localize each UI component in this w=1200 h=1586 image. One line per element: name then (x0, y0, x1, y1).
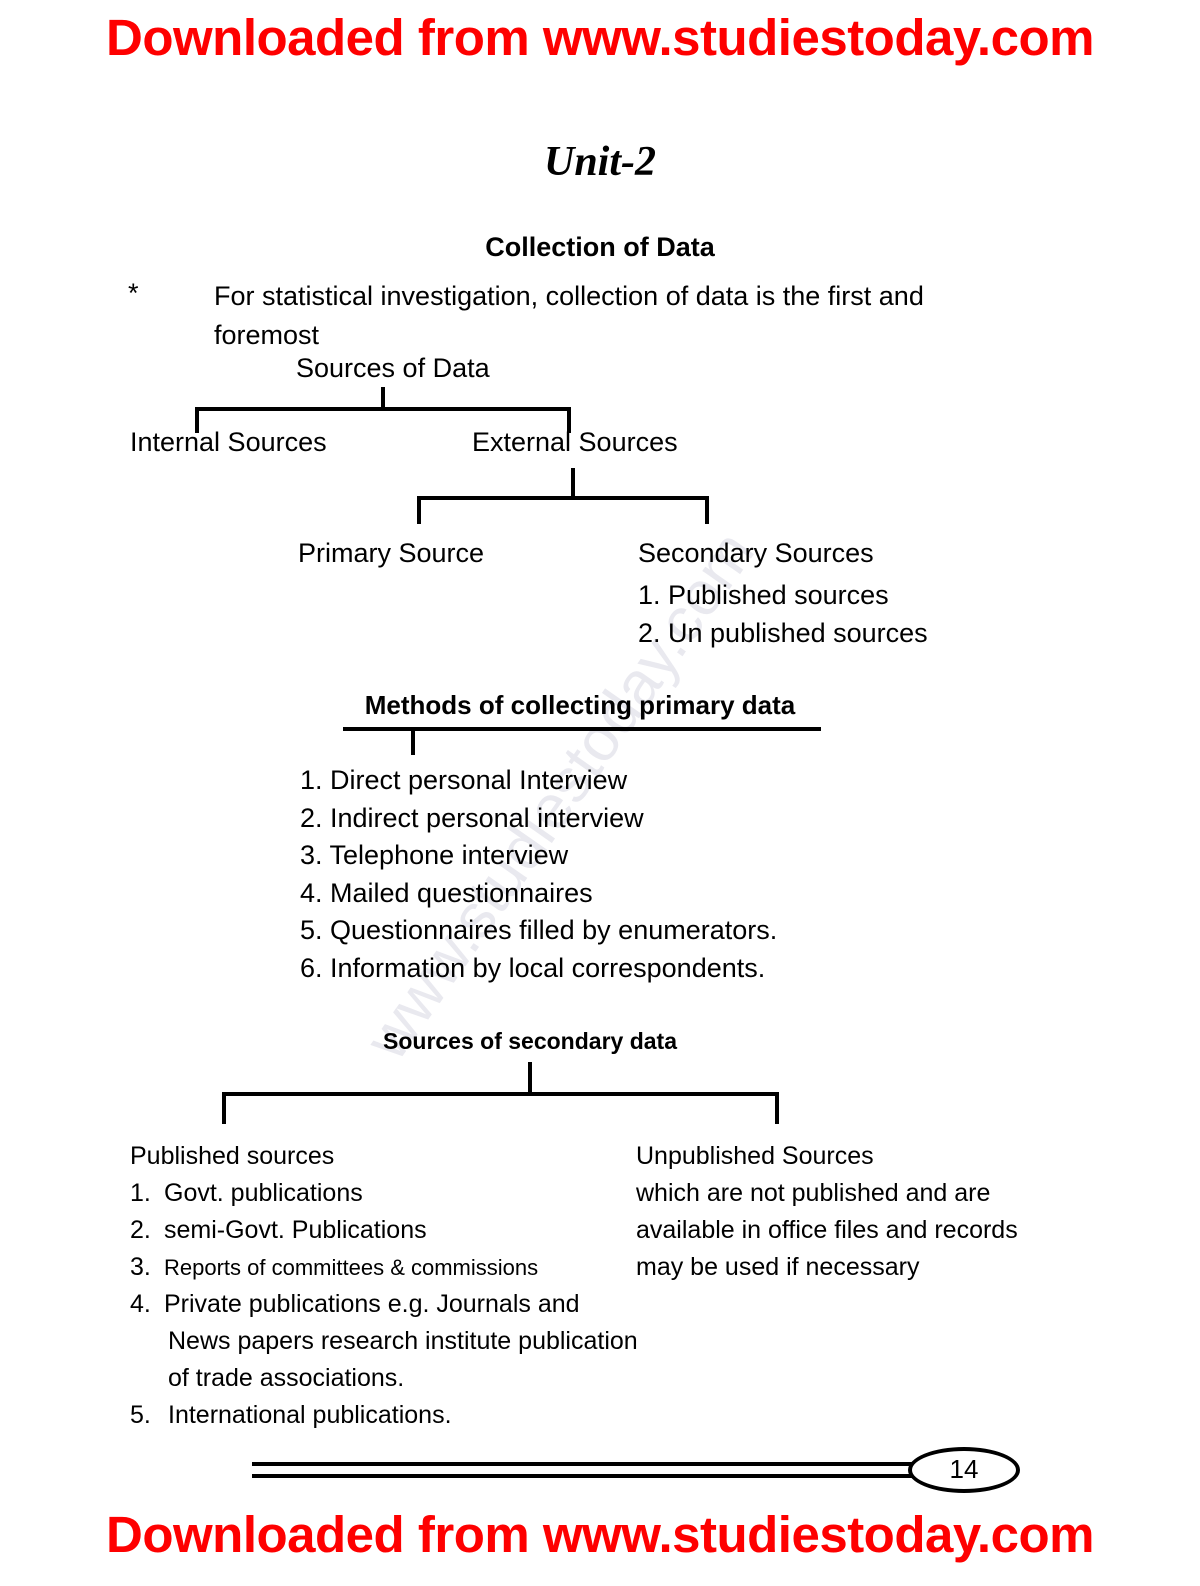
unit-title: Unit-2 (543, 139, 656, 185)
methods-list-item: 3. Telephone interview (300, 840, 569, 871)
methods-list-item: 4. Mailed questionnaires (300, 877, 593, 908)
unpublished-sources-title: Unpublished Sources (636, 1142, 874, 1170)
methods-list-item: 1. Direct personal Interview (300, 765, 628, 795)
list-text: Private publications e.g. Journals and (164, 1290, 580, 1318)
unpublished-sources-line: which are not published and are (636, 1179, 991, 1207)
methods-underline-rule (343, 727, 821, 731)
secondary-sources-item: 2. Un published sources (638, 618, 928, 648)
secondary-sources-item: 1. Published sources (638, 580, 889, 610)
connector-external-stem (571, 468, 575, 498)
unpublished-sources-line: available in office files and records (636, 1216, 1018, 1244)
tree-node-external-sources: External Sources (472, 427, 678, 457)
published-sources-item: 4. Private publications e.g. Journals and (130, 1286, 630, 1323)
methods-list-item: 2. Indirect personal interview (300, 802, 644, 833)
list-text: of trade associations. (168, 1364, 405, 1392)
connector-secondary-data-stem (528, 1062, 532, 1094)
heading-methods-of-collecting-primary-data: Methods of collecting primary data (364, 690, 796, 720)
unpublished-sources-line: may be used if necessary (636, 1253, 920, 1281)
heading-collection-of-data: Collection of Data (485, 232, 715, 262)
footer-rule-lower (252, 1474, 952, 1478)
published-sources-item-continuation: News papers research institute publicati… (130, 1323, 638, 1360)
list-text: semi-Govt. Publications (164, 1216, 427, 1244)
watermark-banner-top: Downloaded from www.studiestoday.com (106, 9, 1094, 66)
connector-external-bar (417, 496, 709, 500)
heading-sources-of-secondary-data: Sources of secondary data (383, 1028, 677, 1054)
methods-list-item: 5. Questionnaires filled by enumerators. (300, 915, 778, 946)
list-number: 2. (130, 1216, 151, 1244)
intro-paragraph: For statistical investigation, collectio… (214, 281, 932, 350)
page-number-badge (908, 1447, 1020, 1493)
tree-node-sources-of-data: Sources of Data (296, 353, 490, 383)
methods-list-item: 6. Information by local correspondents. (300, 952, 766, 983)
watermark-banner-bottom: Downloaded from www.studiestoday.com (106, 1506, 1094, 1563)
connector-root-bar (195, 407, 571, 411)
published-sources-item: 3. Reports of committees & commissions (130, 1249, 630, 1286)
list-number: 3. (130, 1253, 151, 1281)
bullet-marker-asterisk: * (128, 278, 139, 308)
list-text: Reports of committees & commissions (164, 1255, 539, 1280)
connector-external-drop (567, 407, 571, 433)
list-number: 4. (130, 1290, 151, 1318)
list-number: 1. (130, 1179, 151, 1207)
methods-rule-tick (411, 727, 415, 755)
unpublished-sources-column: Unpublished Sources which are not publis… (636, 1138, 1036, 1286)
connector-primary-drop (417, 496, 421, 524)
connector-published-drop (222, 1092, 226, 1124)
secondary-sources-sublist: 1. Published sources 2. Un published sou… (638, 576, 928, 652)
published-sources-item-continuation: of trade associations. (130, 1360, 630, 1397)
methods-list: 1. Direct personal Interview 2. Indirect… (300, 762, 777, 988)
connector-internal-drop (195, 407, 199, 433)
published-sources-column: Published sources 1. Govt. publications 2… (130, 1138, 638, 1434)
connector-secondary-data-bar (222, 1092, 779, 1096)
tree-node-secondary-sources: Secondary Sources (638, 538, 874, 568)
tree-node-primary-source: Primary Source (298, 538, 485, 568)
page-number: 14 (949, 1454, 979, 1484)
footer-rule-upper (252, 1462, 952, 1466)
connector-root-stem (381, 387, 385, 409)
list-text: International publications. (168, 1401, 452, 1429)
list-number: 5. (130, 1401, 151, 1429)
connector-unpublished-drop (775, 1092, 779, 1124)
connector-secondary-drop (705, 496, 709, 524)
published-sources-item: 1. Govt. publications (130, 1175, 630, 1212)
list-text: Govt. publications (164, 1179, 363, 1207)
tree-node-internal-sources: Internal Sources (130, 427, 327, 457)
published-sources-item: 2. semi-Govt. Publications (130, 1212, 630, 1249)
published-sources-item: 5. International publications. (130, 1397, 630, 1434)
list-text: News papers research institute publicati… (168, 1327, 638, 1355)
published-sources-title: Published sources (130, 1142, 335, 1170)
